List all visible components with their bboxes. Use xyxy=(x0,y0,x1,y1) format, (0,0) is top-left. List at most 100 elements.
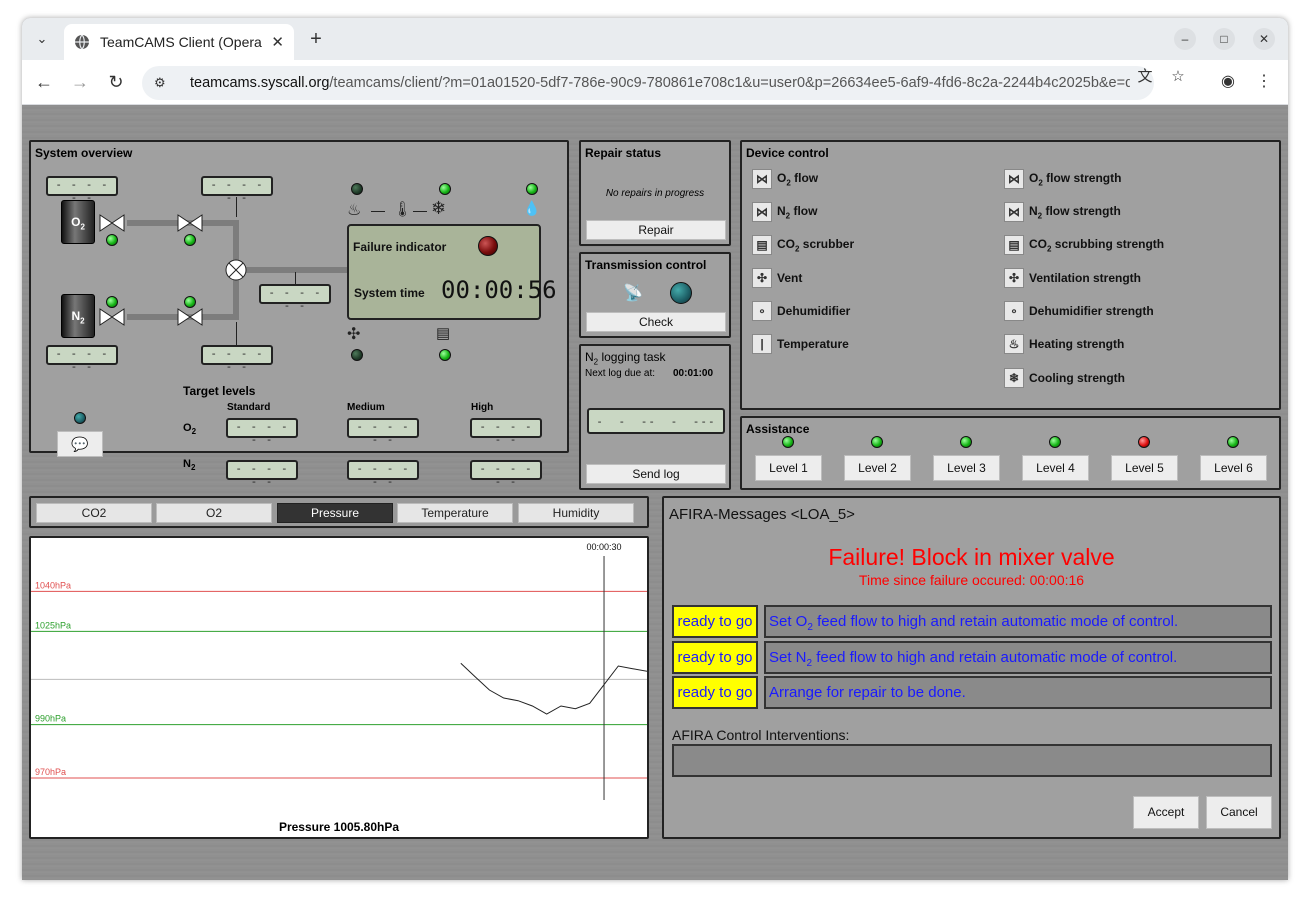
fan-icon: ✣ xyxy=(752,268,772,288)
o2-tank-display: - - - - - - xyxy=(46,176,118,204)
ventilation-strength-control[interactable]: ✣Ventilation strength xyxy=(1004,267,1141,289)
o2-flow-strength-control[interactable]: ⋈O2 flow strength xyxy=(1004,168,1121,190)
device-label: O2 flow strength xyxy=(1029,170,1122,188)
temperature-control[interactable]: |Temperature xyxy=(752,333,849,355)
vent-control[interactable]: ✣ Vent xyxy=(752,267,802,289)
ready-to-go-badge[interactable]: ready to go xyxy=(672,605,758,638)
tab-search-icon[interactable]: ⌄ xyxy=(36,31,48,46)
ready-to-go-badge[interactable]: ready to go xyxy=(672,676,758,709)
level-header-high: High xyxy=(471,402,494,413)
repair-button[interactable]: Repair xyxy=(586,220,726,240)
level-2-button[interactable]: Level 2 xyxy=(844,455,911,481)
maximize-icon[interactable]: □ xyxy=(1213,28,1235,50)
level-4-button[interactable]: Level 4 xyxy=(1022,455,1089,481)
reload-icon[interactable]: ↻ xyxy=(108,72,124,92)
level-5-button[interactable]: Level 5 xyxy=(1111,455,1178,481)
close-window-icon[interactable]: ✕ xyxy=(1253,28,1275,50)
n2-flow-control[interactable]: ⋈N2 flow xyxy=(752,201,817,223)
scrubber-icon: ▤ xyxy=(436,325,451,342)
n2-tank-valve-icon[interactable] xyxy=(99,308,125,326)
device-label: Heating strength xyxy=(1029,337,1125,351)
dehumidifier-control[interactable]: ∘Dehumidifier xyxy=(752,300,850,322)
heating-strength-control[interactable]: ♨Heating strength xyxy=(1004,333,1124,355)
afira-message-text: Arrange for repair to be done. xyxy=(764,676,1272,709)
level-1-led xyxy=(782,436,794,448)
current-time-label: 00:00:30 xyxy=(586,542,621,552)
limit-line-label: 1040hPa xyxy=(35,580,71,590)
accept-button[interactable]: Accept xyxy=(1133,796,1199,829)
limit-line-label: 990hPa xyxy=(35,714,66,724)
device-label: Temperature xyxy=(777,337,849,351)
valve-icon: ⋈ xyxy=(752,202,772,222)
cancel-button[interactable]: Cancel xyxy=(1206,796,1272,829)
device-label: Dehumidifier xyxy=(777,304,851,318)
n2-logging-panel: N2 logging task Next log due at: 00:01:0… xyxy=(579,344,731,490)
valve-icon: ⋈ xyxy=(1004,202,1024,222)
device-label: Vent xyxy=(777,271,803,285)
site-settings-icon[interactable]: ⚙ xyxy=(154,75,166,90)
tab-humidity[interactable]: Humidity xyxy=(518,503,634,523)
tab-o2[interactable]: O2 xyxy=(156,503,272,523)
o2-tank-valve-icon[interactable] xyxy=(99,214,125,232)
o2-flow-control[interactable]: ⋈O2 flow xyxy=(752,168,818,190)
cooler-led xyxy=(439,183,451,195)
log-input-display[interactable]: - - -- - --- xyxy=(587,408,725,434)
level-1-button[interactable]: Level 1 xyxy=(755,455,822,481)
transmission-led xyxy=(670,282,692,304)
close-tab-icon[interactable]: ✕ xyxy=(271,34,284,51)
log-digit: --- xyxy=(692,414,716,428)
n2-tank-valve-led xyxy=(106,296,118,308)
tab-co2[interactable]: CO2 xyxy=(36,503,152,523)
row-label-o2: O2 xyxy=(183,422,197,437)
cooling-strength-control[interactable]: ❄Cooling strength xyxy=(1004,367,1125,389)
send-log-button[interactable]: Send log xyxy=(586,464,726,484)
thermometer-icon: 🌡 xyxy=(393,201,413,218)
device-label: N2 flow strength xyxy=(1029,203,1121,221)
o2-target-medium: - - - - - - xyxy=(347,418,419,446)
pressure-series-line xyxy=(460,662,647,715)
connector-line xyxy=(413,211,427,212)
level-3-button[interactable]: Level 3 xyxy=(933,455,1000,481)
co2-scrubbing-strength-control[interactable]: ▤CO2 scrubbing strength xyxy=(1004,234,1164,256)
connector-line xyxy=(371,211,385,212)
interventions-field[interactable] xyxy=(672,744,1272,777)
snowflake-icon: ❄ xyxy=(431,198,447,218)
translate-icon[interactable]: 文 xyxy=(1137,68,1153,85)
minimize-icon[interactable]: – xyxy=(1174,28,1196,50)
sensor-wire xyxy=(236,197,237,217)
n2-flow-valve-icon[interactable] xyxy=(177,308,203,326)
new-tab-icon[interactable]: + xyxy=(310,28,322,50)
system-overview-panel: System overview - - - - - - - - - - - - … xyxy=(29,140,569,488)
address-bar[interactable]: ⚙ teamcams.syscall.org/teamcams/client/?… xyxy=(142,66,1154,100)
menu-kebab-icon[interactable]: ⋮ xyxy=(1256,73,1272,90)
interventions-label: AFIRA Control Interventions: xyxy=(672,727,850,743)
browser-tab[interactable]: TeamCAMS Client (Opera ✕ xyxy=(64,24,294,60)
tab-title: TeamCAMS Client (Opera xyxy=(100,34,262,50)
device-label: Dehumidifier strength xyxy=(1029,304,1154,318)
logging-title: N2 logging task xyxy=(585,350,666,367)
afira-message-text: Set N2 feed flow to high and retain auto… xyxy=(764,641,1272,674)
ready-to-go-badge[interactable]: ready to go xyxy=(672,641,758,674)
failure-indicator-led xyxy=(478,236,498,256)
check-button[interactable]: Check xyxy=(586,312,726,332)
chat-icon[interactable]: 💬 xyxy=(57,431,103,457)
droplets-icon: ∘ xyxy=(1004,301,1024,321)
bookmark-star-icon[interactable]: ☆ xyxy=(1171,68,1185,85)
url-text[interactable]: teamcams.syscall.org/teamcams/client/?m=… xyxy=(190,75,1130,91)
level-6-button[interactable]: Level 6 xyxy=(1200,455,1267,481)
forward-icon[interactable]: → xyxy=(71,72,89,92)
next-log-label: Next log due at: xyxy=(585,368,656,379)
n2-flow-strength-control[interactable]: ⋈ N2 flow strength xyxy=(1004,201,1121,223)
tab-temperature[interactable]: Temperature xyxy=(397,503,513,523)
sensor-wire xyxy=(295,272,296,287)
o2-flow-valve-icon[interactable] xyxy=(177,214,203,232)
profile-icon[interactable]: ◉ xyxy=(1221,73,1235,90)
n2-target-high: - - - - - - xyxy=(470,460,542,488)
mixer-valve-icon[interactable] xyxy=(225,259,247,281)
scrubber-led xyxy=(439,349,451,361)
co2-scrubber-control[interactable]: ▤CO2 scrubber xyxy=(752,234,854,256)
browser-toolbar: ← → ↻ ⚙ teamcams.syscall.org/teamcams/cl… xyxy=(22,60,1288,105)
tab-pressure[interactable]: Pressure xyxy=(277,503,393,523)
back-icon[interactable]: ← xyxy=(35,72,53,92)
dehumidifier-strength-control[interactable]: ∘ Dehumidifier strength xyxy=(1004,300,1154,322)
